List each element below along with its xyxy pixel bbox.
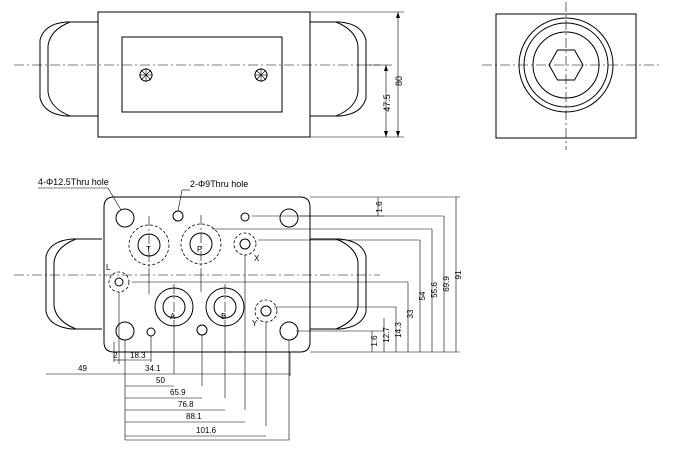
dim-65-9: 65.9: [170, 388, 186, 397]
dim-12-7: 12.7: [382, 327, 391, 343]
dim-54: 54: [418, 291, 427, 300]
dim-76-8: 76.8: [178, 400, 194, 409]
screw-right-icon: [254, 68, 268, 82]
dim-91: 91: [454, 270, 463, 279]
dim-49: 49: [78, 364, 87, 373]
dim-88-1: 88.1: [186, 412, 202, 421]
dim-14-3: 14.3: [394, 322, 403, 338]
side-view: [482, 2, 660, 150]
front-view: 80 47.5: [14, 11, 404, 138]
port-label-y: Y: [252, 319, 258, 328]
subplate-view: T P A B X Y L 4-Φ12.5Thru hole 2-Φ9Thru …: [14, 177, 463, 441]
port-label-l: L: [106, 263, 111, 272]
port-label-t: T: [146, 245, 151, 254]
dim-18-3: 18.3: [130, 351, 146, 360]
dim-101-6: 101.6: [196, 426, 217, 435]
port-label-p: P: [197, 245, 202, 254]
dim-50: 50: [156, 376, 165, 385]
dim-height-80: 80: [394, 76, 404, 86]
dim-center-47-5: 47.5: [382, 94, 392, 112]
dim-33: 33: [406, 309, 415, 318]
port-label-b: B: [221, 312, 226, 321]
dim-1-6-bottom: 1.6: [370, 335, 379, 347]
dim-1-6-top: 1.6: [375, 201, 384, 213]
dim-55-6: 55.6: [430, 282, 439, 298]
port-label-a: A: [170, 312, 176, 321]
callout-large-holes: 4-Φ12.5Thru hole: [38, 177, 109, 187]
screw-left-icon: [139, 68, 153, 82]
callout-small-holes: 2-Φ9Thru hole: [190, 179, 248, 189]
dim-69-9: 69.9: [442, 276, 451, 292]
dim-2: 2: [113, 351, 118, 360]
port-label-x: X: [254, 254, 260, 263]
dim-34-1: 34.1: [145, 364, 161, 373]
